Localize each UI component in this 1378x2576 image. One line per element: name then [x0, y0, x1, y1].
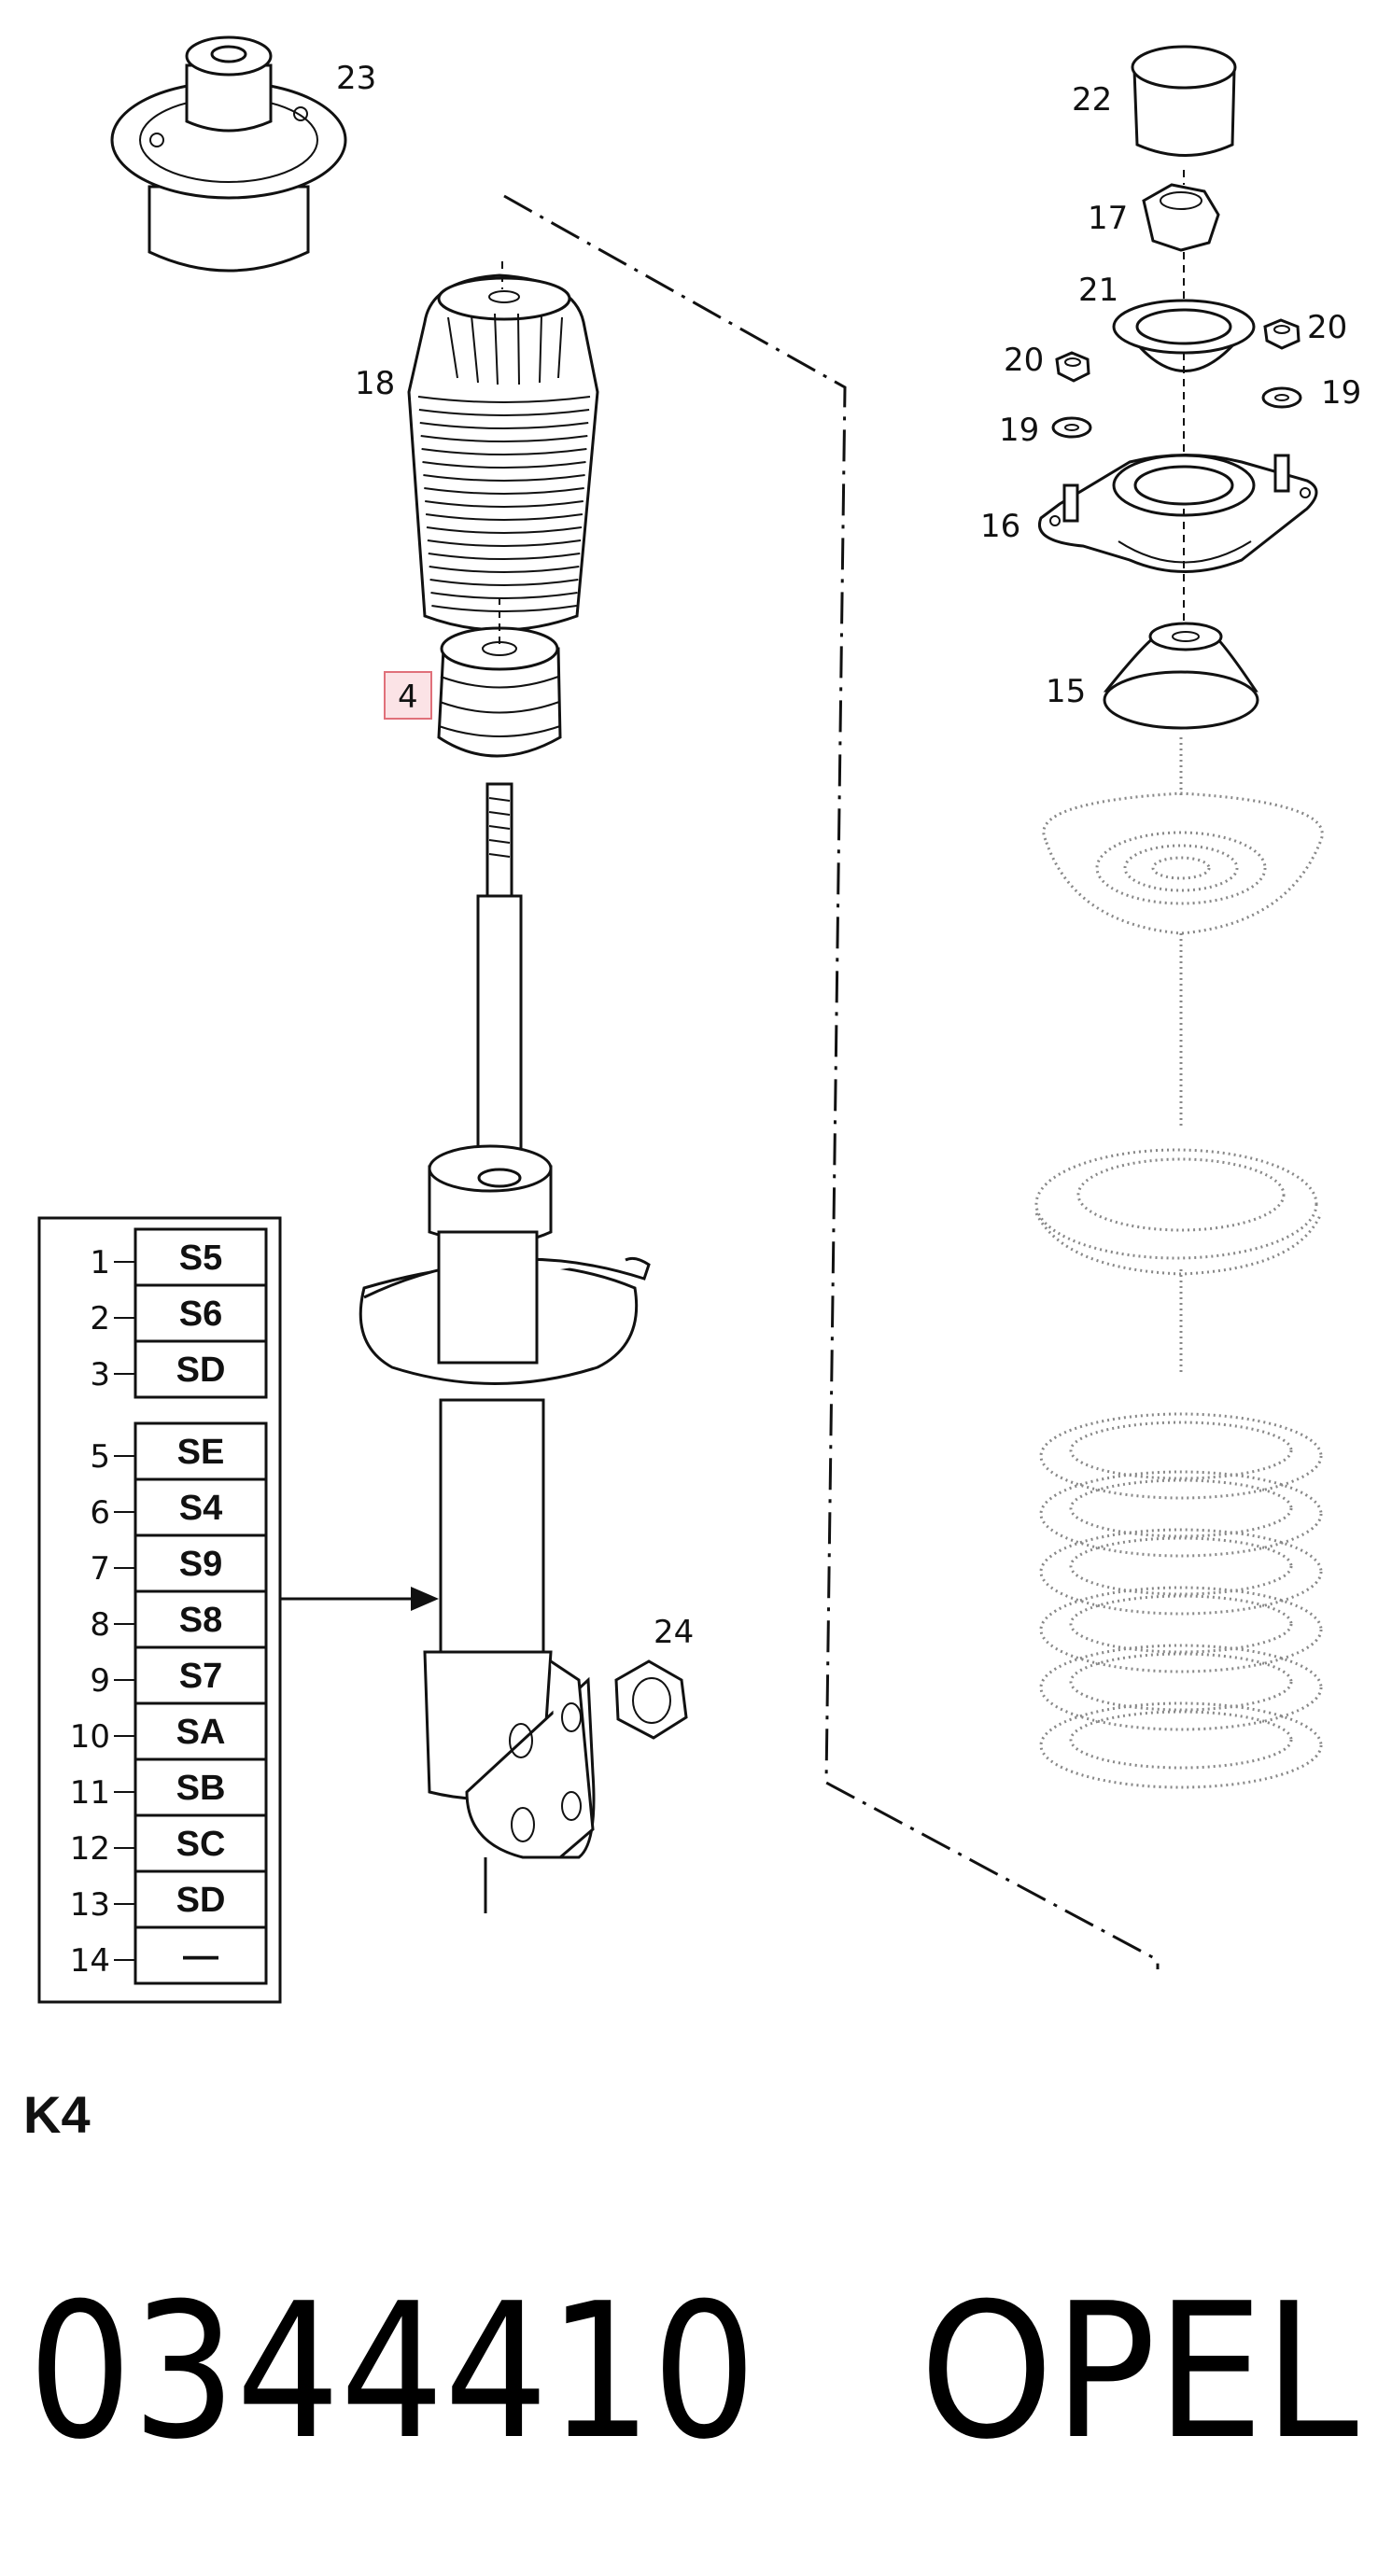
part-18-bellows-boot [407, 273, 599, 632]
boot-ring [426, 526, 583, 534]
section-label: K4 [23, 2085, 91, 2144]
boot-ring [423, 474, 585, 482]
callout-4-highlight [384, 671, 432, 720]
spring-coil-inner [1069, 1536, 1293, 1596]
table-row-code: S4 [179, 1489, 222, 1528]
spring-coil-inner [1069, 1652, 1293, 1712]
table-row-code: SE [177, 1433, 225, 1472]
boot-ring [422, 461, 586, 469]
part-24-nut [614, 1659, 688, 1740]
pointer-arrow [280, 1587, 439, 1611]
callout-labels: 23 22 17 21 20 20 19 19 16 18 15 24 4 [336, 60, 1361, 1651]
callout-23: 23 [336, 60, 376, 97]
part-20-nut-left [1055, 351, 1090, 383]
table-row-number: 14 [70, 1942, 110, 1980]
spring-coil-inner [1069, 1594, 1293, 1654]
table-row-number: 1 [90, 1244, 110, 1281]
spring-coil [1039, 1412, 1323, 1500]
callout-20-right: 20 [1307, 309, 1347, 346]
part-19-washer-left [1051, 416, 1092, 439]
table-row-code: — [183, 1937, 218, 1976]
table-row-number: 6 [90, 1494, 110, 1532]
boot-ring [417, 396, 591, 403]
part-22-cap [1131, 45, 1237, 157]
callout-22: 22 [1072, 81, 1112, 119]
table-row-code: S7 [179, 1657, 222, 1696]
part-15-spring-seat [1103, 622, 1259, 730]
spring-coil [1039, 1586, 1323, 1673]
table-row-number: 11 [70, 1774, 110, 1812]
table-row-code: SD [176, 1881, 226, 1920]
boot-ring [430, 592, 578, 599]
boot-ring [420, 435, 588, 442]
spring-coil-inner [1069, 1478, 1293, 1538]
shock-absorber-strut [359, 782, 651, 1913]
table-row-code: SA [176, 1713, 226, 1752]
callout-20-left: 20 [1004, 342, 1044, 379]
boot-ring [431, 605, 577, 612]
table-row-number: 2 [90, 1300, 110, 1337]
table-row-number: 5 [90, 1438, 110, 1476]
table-row-number: 3 [90, 1356, 110, 1393]
dotted-spring-seat-upper [1042, 791, 1324, 935]
spring-coil [1039, 1701, 1323, 1789]
table-row-code: SB [176, 1769, 226, 1808]
table-row-number: 13 [70, 1886, 110, 1924]
table-row-code: S6 [179, 1295, 222, 1334]
dotted-spring-seat-lower [1034, 1148, 1323, 1276]
part-number: 0344410 [28, 2263, 756, 2481]
boot-ring [421, 448, 587, 455]
table-row-code: SD [176, 1351, 226, 1390]
spring-coil [1039, 1470, 1323, 1558]
table-row-number: 12 [70, 1830, 110, 1868]
boot-ring [419, 422, 589, 429]
table-row-number: 10 [70, 1718, 110, 1756]
callout-4: 4 [398, 679, 418, 716]
boot-ring [429, 579, 579, 586]
part-21-bearing [1112, 299, 1256, 372]
dash-dot-frame [503, 194, 1160, 1969]
boot-ring [427, 539, 582, 547]
boot-ring [425, 513, 584, 521]
part-20-nut-right [1263, 318, 1301, 350]
part-16-mount-plate [1038, 454, 1318, 573]
assembly-axis-lines [499, 170, 1185, 1372]
table-row-code: SC [176, 1825, 226, 1864]
spring-coil [1039, 1528, 1323, 1616]
dotted-coil-spring [1039, 1412, 1323, 1789]
callout-18: 18 [355, 365, 395, 402]
boot-ring [425, 500, 584, 508]
table-row-code: S5 [179, 1239, 222, 1278]
boot-ring [429, 566, 580, 573]
callout-16: 16 [980, 508, 1020, 545]
brand-name: OPEL [920, 2263, 1358, 2481]
part-19-washer-right [1261, 386, 1302, 409]
part-4-bump-stop [437, 626, 562, 758]
callout-15: 15 [1046, 673, 1086, 710]
callout-24: 24 [654, 1614, 694, 1651]
boot-ring [424, 487, 584, 495]
boot-ring [418, 409, 590, 416]
table-row-number: 8 [90, 1606, 110, 1644]
spring-coil-inner [1069, 1710, 1293, 1770]
table-row-number: 7 [90, 1550, 110, 1588]
spring-coil [1039, 1644, 1323, 1731]
callout-19-right: 19 [1321, 374, 1361, 412]
spring-coil-inner [1069, 1421, 1293, 1480]
callout-19-left: 19 [999, 412, 1039, 449]
boot-ring [428, 553, 581, 560]
callout-17: 17 [1088, 200, 1128, 237]
table-row-code: S9 [179, 1545, 222, 1584]
callout-21: 21 [1078, 272, 1118, 309]
table-row-number: 9 [90, 1662, 110, 1700]
part-17-nut [1142, 183, 1220, 252]
part-23-strut-mount [110, 35, 347, 273]
table-row-code: S8 [179, 1601, 222, 1640]
